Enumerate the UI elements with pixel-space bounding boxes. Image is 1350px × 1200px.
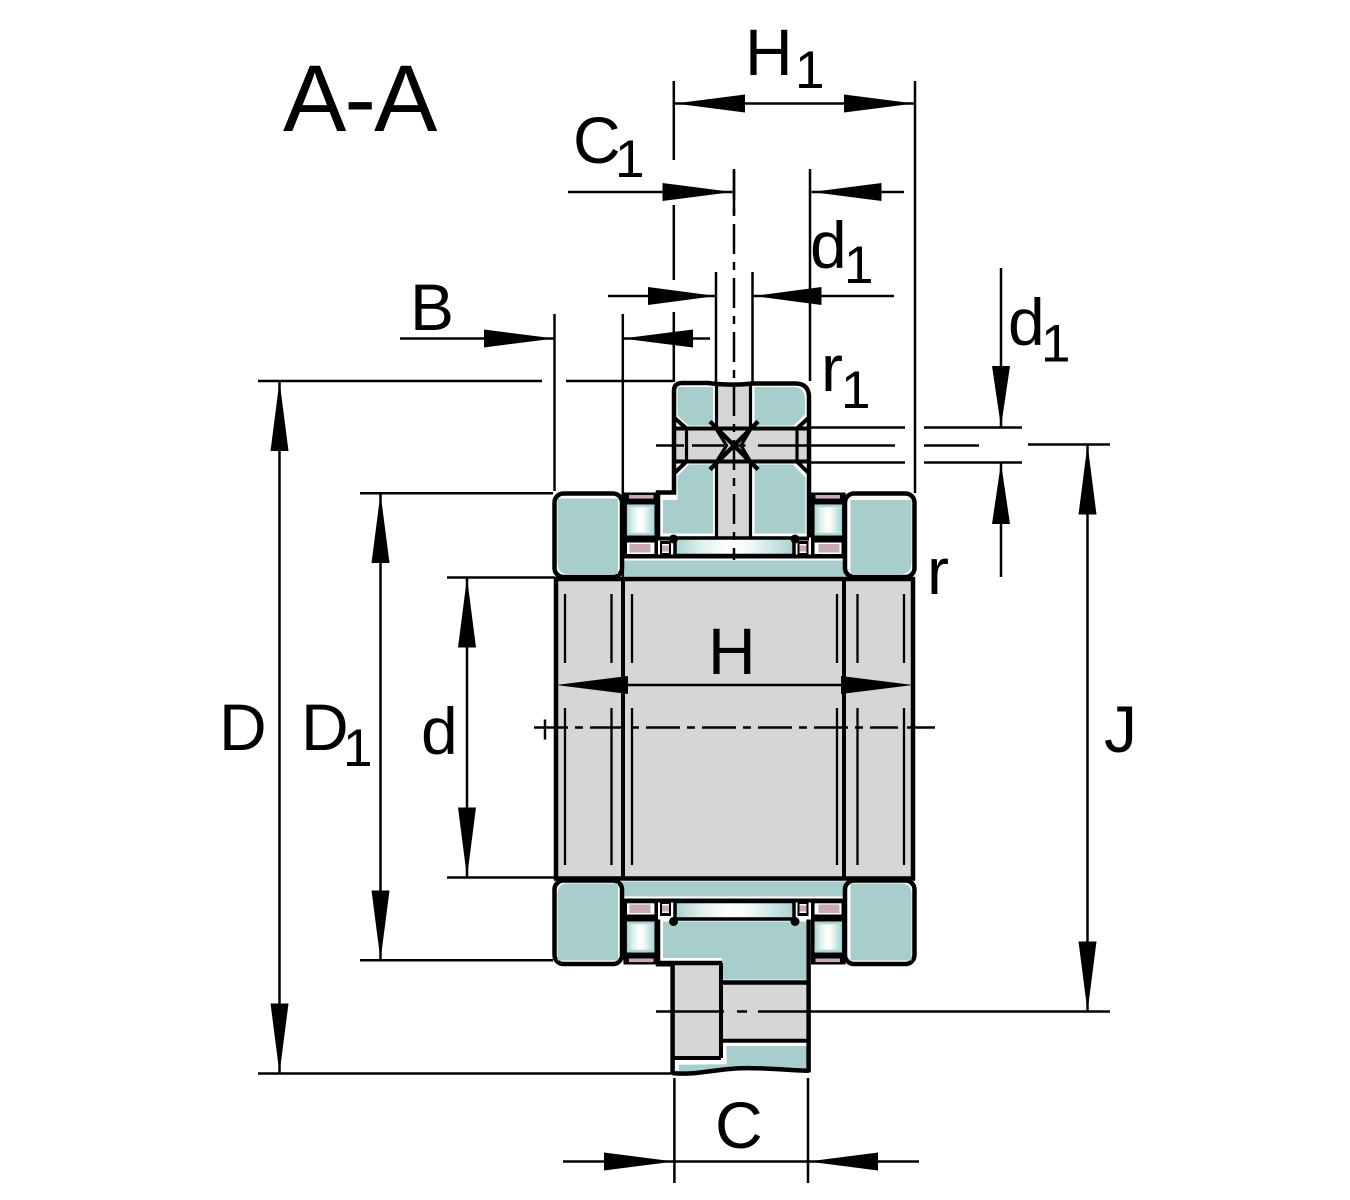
svg-text:D: D [301, 690, 349, 764]
svg-text:C: C [573, 103, 621, 177]
svg-text:C: C [715, 1088, 763, 1162]
svg-text:d: d [810, 208, 847, 282]
svg-text:d: d [1008, 285, 1045, 359]
svg-text:H: H [708, 614, 756, 688]
svg-text:d: d [421, 694, 458, 768]
svg-text:1: 1 [844, 236, 873, 295]
svg-text:r: r [821, 331, 843, 405]
svg-text:A-A: A-A [283, 46, 438, 152]
svg-text:J: J [1104, 692, 1137, 766]
svg-text:1: 1 [795, 41, 824, 100]
svg-text:D: D [219, 690, 267, 764]
svg-text:1: 1 [615, 130, 644, 189]
svg-text:1: 1 [841, 361, 870, 420]
svg-text:1: 1 [1041, 315, 1070, 374]
svg-text:r: r [927, 534, 949, 608]
svg-text:1: 1 [343, 719, 372, 778]
svg-text:B: B [410, 270, 454, 344]
svg-text:H: H [745, 15, 793, 89]
